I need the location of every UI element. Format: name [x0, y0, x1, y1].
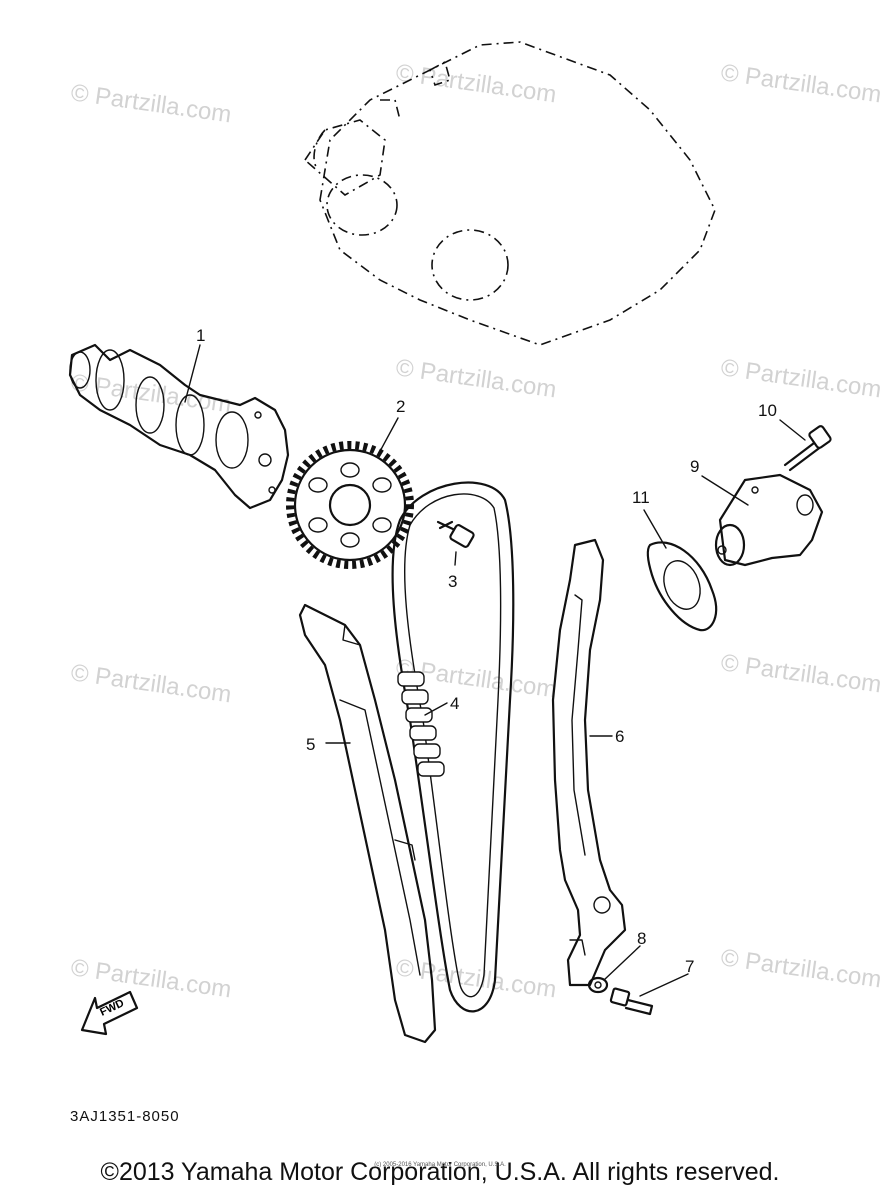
cam-chain-part-4 — [391, 481, 515, 1013]
chain-links — [397, 671, 445, 777]
callout-11: 11 — [632, 488, 650, 507]
watermark: © Partzilla.com — [719, 59, 880, 108]
callout-1: 1 — [196, 326, 205, 345]
callout-7: 7 — [685, 957, 694, 976]
watermark: © Partzilla.com — [394, 59, 558, 108]
callout-2: 2 — [396, 397, 405, 416]
tensioner-bolt-part-10 — [783, 425, 832, 472]
chain-tensioner-part-9 — [714, 473, 824, 567]
fwd-arrow: FWD — [80, 990, 139, 1036]
chain-guide-part-5 — [298, 603, 437, 1044]
callout-8: 8 — [637, 929, 646, 948]
watermark: © Partzilla.com — [719, 649, 880, 698]
watermark: © Partzilla.com — [719, 354, 880, 403]
washer-part-8 — [587, 976, 609, 994]
bolt-part-7 — [609, 987, 654, 1016]
callout-10: 10 — [758, 401, 777, 420]
callout-6: 6 — [615, 727, 624, 746]
callout-5: 5 — [306, 735, 315, 754]
cam-sprocket-part-2 — [286, 441, 414, 569]
callout-4: 4 — [450, 694, 459, 713]
tiny-copyright: (c) 2005-2016 Yamaha Motor Corporation, … — [374, 1162, 506, 1168]
gasket-part-11 — [646, 541, 718, 632]
watermarks: © Partzilla.com © Partzilla.com © Partzi… — [69, 59, 880, 1003]
part-number: 3AJ1351-8050 — [70, 1108, 180, 1125]
watermark: © Partzilla.com — [69, 954, 233, 1003]
callouts: 1 2 3 4 5 6 7 8 9 10 11 — [196, 326, 777, 976]
watermark: © Partzilla.com — [719, 944, 880, 993]
leader-lines — [184, 344, 806, 997]
callout-9: 9 — [690, 457, 699, 476]
bolt-part-3 — [436, 520, 475, 548]
watermark: © Partzilla.com — [69, 659, 233, 708]
chain-guide-part-6 — [551, 538, 627, 987]
copyright-notice: ©2013 Yamaha Motor Corporation, U.S.A. A… — [100, 1158, 780, 1186]
watermark: © Partzilla.com — [394, 954, 558, 1003]
callout-3: 3 — [448, 572, 457, 591]
watermark: © Partzilla.com — [394, 354, 558, 403]
camshaft-part-1 — [68, 343, 290, 510]
cylinder-head — [303, 41, 716, 346]
watermark: © Partzilla.com — [69, 79, 233, 128]
